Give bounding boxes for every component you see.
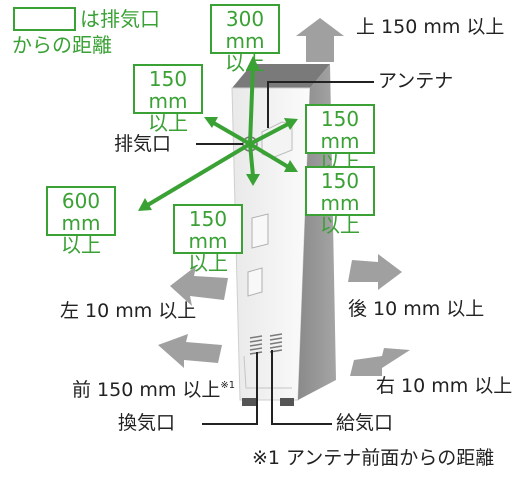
leader-lines — [196, 81, 374, 425]
clearance-back: 後 10 mm 以上 — [348, 298, 485, 320]
clearance-left: 左 10 mm 以上 — [60, 300, 197, 322]
clearance-right: 右 10 mm 以上 — [376, 375, 513, 397]
footnote: ※1 アンテナ前面からの距離 — [252, 447, 495, 469]
back-clearance-arrow — [348, 254, 402, 290]
top-clearance-arrow — [296, 18, 344, 62]
legend-line2: からの距離 — [12, 33, 112, 57]
label-exhaust: 排気口 — [114, 133, 172, 155]
legend-suffix: は排気口 — [80, 7, 160, 31]
clearance-front: 前 150 mm 以上※1 — [72, 379, 236, 401]
right-clearance-arrow — [350, 348, 410, 376]
clearance-top: 上 150 mm 以上 — [356, 16, 505, 38]
label-intake: 給気口 — [336, 412, 394, 434]
front-clearance-arrow — [158, 334, 222, 368]
label-antenna: アンテナ — [378, 70, 454, 92]
legend-swatch — [13, 7, 76, 31]
footnote-mark: ※1 — [220, 380, 236, 391]
label-ventilation: 換気口 — [118, 412, 176, 434]
left-clearance-arrow — [170, 266, 228, 306]
exhaust-clearance-arrows — [138, 56, 298, 211]
